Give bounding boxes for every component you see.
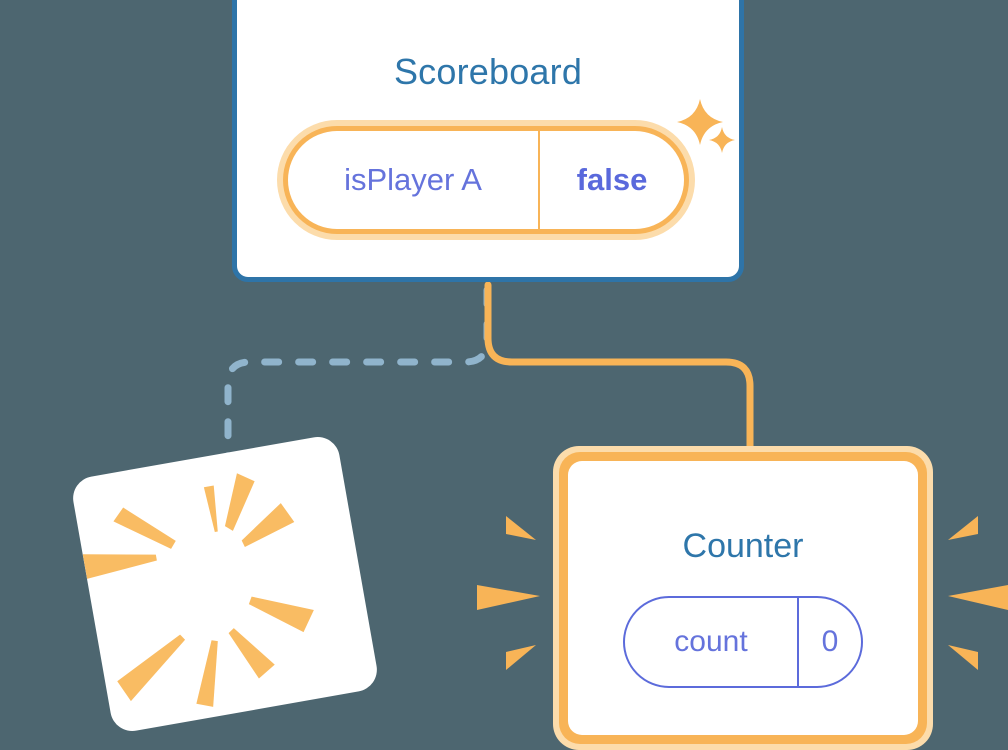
scoreboard-card[interactable]: Scoreboard isPlayer A false [232,0,744,282]
burst-ray-s [196,640,218,707]
counter-state-value: 0 [821,625,839,658]
counter-state-pill[interactable]: count 0 [623,596,863,688]
burst-ray-ese [248,596,314,633]
burst-ray-ene [241,503,295,547]
counter-card[interactable]: Counter count 0 [553,446,933,750]
burst-rays-tilted-card [82,473,314,707]
tilted-placeholder-card[interactable] [69,433,381,735]
counter-burst-ray-right-top [948,516,978,540]
scoreboard-state-value: false [576,162,648,197]
burst-ray-se [228,628,275,679]
counter-card-body: Counter count 0 [568,461,918,735]
counter-state-key: count [625,598,799,686]
counter-burst-ray-right-bottom [948,645,978,670]
burst-ray-nne [224,473,255,531]
scoreboard-pill-body: isPlayer A false [288,131,684,229]
counter-burst-ray-left-middle [477,585,540,610]
scoreboard-state-pill[interactable]: isPlayer A false [277,120,695,240]
burst-ray-nw [113,507,176,549]
burst-ray-n [203,485,218,532]
counter-burst-ray-right-middle [948,585,1008,610]
connector-dashed-scoreboard-to-tilted-card [224,286,491,474]
scoreboard-state-key: isPlayer A [288,131,540,229]
connector-solid-scoreboard-to-counter [484,281,754,474]
counter-burst-ray-left-top [506,516,536,540]
counter-burst-ray-left-bottom [506,645,536,670]
burst-ray-sw [117,634,186,702]
burst-ray-w [82,554,157,579]
counter-card-title: Counter [682,527,804,565]
scoreboard-card-title: Scoreboard [393,51,583,92]
